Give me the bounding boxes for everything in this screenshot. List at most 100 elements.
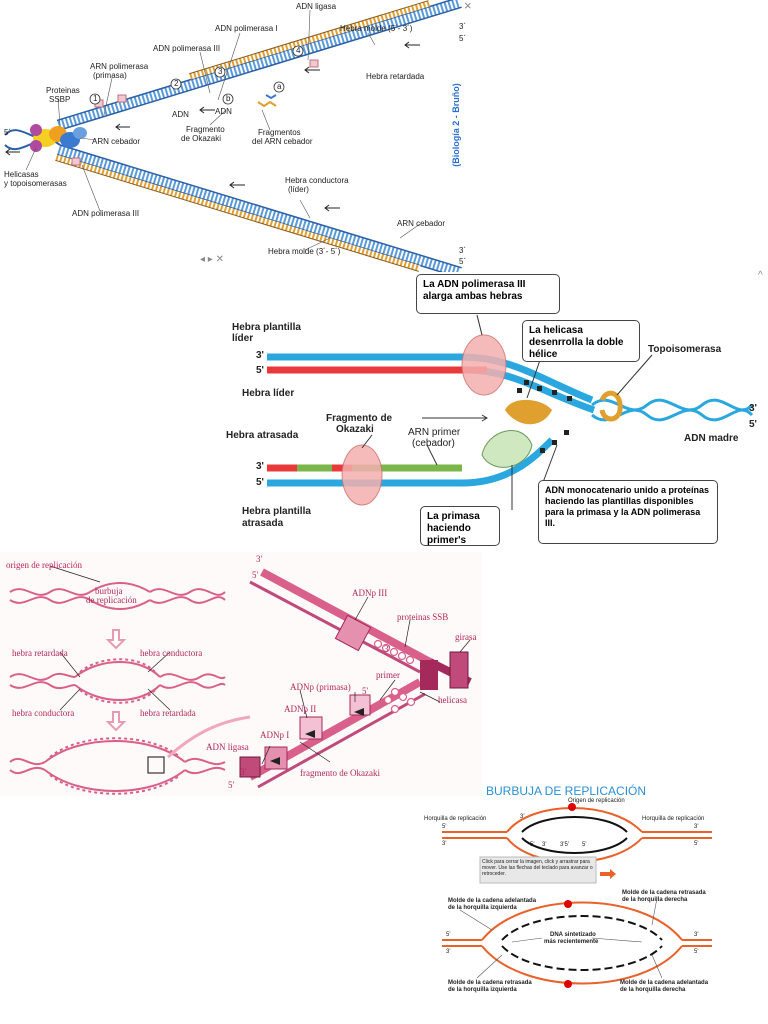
label-molde-ret-izq-1: Molde de la cadena retrasada	[448, 980, 532, 986]
label-adn-ligasa: ADN ligasa	[206, 742, 249, 752]
label-girasa: girasa	[455, 632, 477, 642]
bubble-diagram-pink	[9, 565, 472, 795]
label-molde-ad-izq-1: Molde de la cadena adelantada	[448, 898, 537, 904]
label-dna-sint-1: DNA sintetizado	[550, 932, 596, 938]
label-fragmento-2: Okazaki	[336, 424, 374, 435]
end-top3r: 3'	[694, 824, 699, 830]
label-arn-pol: ARN polimerasa	[90, 62, 149, 71]
end-3-top: 3´	[459, 22, 467, 31]
topoisomerase-shape	[599, 390, 623, 422]
label-hebra-conductora-r: hebra conductora	[140, 648, 203, 658]
label-topoisomerasas: y topoisomerasas	[4, 179, 67, 188]
end-e3c: 3'	[240, 767, 247, 777]
end-e5b: 5'	[362, 686, 369, 696]
mid-m3: 3'	[520, 814, 525, 820]
helix-row-3	[9, 737, 226, 795]
enzyme-cluster	[30, 124, 87, 152]
label-adn-pol-3-top: ADN polimerasa III	[153, 44, 221, 53]
helicase-shape	[505, 399, 552, 425]
label-adnp3: ADNp III	[352, 588, 388, 598]
label-r3: 3'	[749, 403, 757, 414]
n2: 2	[174, 79, 179, 88]
helix-row-1	[9, 582, 226, 610]
label-arn-cebador-right: ARN cebador	[397, 219, 446, 228]
helix-row-2	[9, 658, 226, 704]
label-plantilla-lider-2: líder	[232, 333, 254, 344]
end-5-bottom: 5´	[459, 257, 467, 266]
label-frag-arn-2: del ARN cebador	[252, 137, 313, 146]
label-origen: origen de replicación	[6, 560, 82, 570]
label-primer: primer	[376, 670, 400, 680]
label-lider: (líder)	[288, 185, 309, 194]
label-hebra-retardada: Hebra retardada	[366, 72, 425, 81]
rna-primer-fragments	[257, 94, 277, 108]
label-molde-ret-izq-2: de la horquilla izquierda	[448, 987, 517, 993]
mid-m35b: 3'	[542, 842, 547, 848]
callout-ssb: ADN monocatenario unido a proteínas haci…	[538, 480, 718, 544]
label-adn-pol-1: ADN polimerasa I	[215, 24, 278, 33]
label-adnp2: ADNp II	[284, 704, 317, 714]
collapse-icon[interactable]: ^	[758, 270, 763, 281]
source-citation: (Biología 2 - Bruño)	[450, 83, 461, 167]
close-icon[interactable]: ×	[464, 0, 472, 13]
label-adn-pol-3-bottom: ADN polimerasa III	[72, 209, 140, 218]
end-bot5l: 5'	[446, 932, 451, 938]
label-molde-ad-der-2: de la horquilla derecha	[620, 987, 686, 993]
label-arn-cebador-left: ARN cebador	[92, 137, 141, 146]
label-t5-top: 5'	[256, 365, 264, 376]
label-adnp-primasa: ADNp (primasa)	[290, 682, 351, 692]
label-dna-sint-2: más recientemente	[544, 939, 599, 945]
label-t3-bot: 3'	[256, 461, 264, 472]
callout-helicasa: La helicasa desenrrolla la doble hélice	[522, 320, 640, 362]
tooltip-box	[479, 856, 597, 884]
zoom-arrow	[166, 715, 251, 759]
label-adn-b: ADN	[215, 107, 232, 116]
end-bot5r: 5'	[694, 949, 699, 955]
label-molde-ad-izq-2: de la horquilla izquierda	[448, 905, 517, 911]
end-bot3r: 3'	[694, 932, 699, 938]
callout-primasa: La primasa haciendo primer's	[420, 506, 500, 546]
label-burbuja-2: de replicación	[86, 595, 137, 605]
label-okazaki: fragmento de Okazaki	[300, 768, 380, 778]
label-helicasa: helicasa	[438, 695, 467, 705]
bottom-bubble	[442, 901, 712, 985]
label-burbuja-1: burbuja	[95, 586, 123, 596]
label-frag-okazaki-1: Fragmento	[186, 125, 225, 134]
bubble-diagram-orange	[442, 803, 712, 988]
label-ssbp: SSBP	[49, 95, 71, 104]
label-molde-ad-der-1: Molde de la cadena adelantada	[620, 980, 709, 986]
label-plantilla-atrasada-2: atrasada	[242, 518, 284, 529]
panel-burbuja-replicacion: BURBUJA DE REPLICACIÓN	[412, 780, 768, 1024]
panel-replication-fork-bruno: 1 2 3 4 a b ADN ligasa ADN polimerasa I …	[0, 0, 480, 272]
label-arn-primer-1: ARN primer	[408, 427, 461, 438]
label-molde-ret-der-2: de la horquilla derecha	[622, 897, 688, 903]
label-hebra-retardada-l: hebra retardada	[12, 648, 68, 658]
gallery-nav-icons[interactable]: ◂ ▸ ✕	[200, 254, 224, 265]
end-bot3l: 3'	[446, 949, 451, 955]
label-t3-top: 3'	[256, 350, 264, 361]
pol3-ring-top	[461, 334, 507, 396]
label-primasa: (primasa)	[93, 71, 127, 80]
label-molde-ret-der-1: Molde de la cadena retrasada	[622, 890, 706, 896]
label-t5-bot: 5'	[256, 477, 264, 488]
label-hebra-molde-bottom: Hebra molde (3´- 5´)	[268, 247, 341, 256]
label-ssb: proteinas SSB	[397, 612, 449, 622]
leading-strands	[267, 353, 596, 414]
end-top5r: 5'	[694, 841, 699, 847]
fork-detail-pink	[239, 568, 472, 789]
end-top5l: 5'	[442, 824, 447, 830]
end-e5c: 5'	[228, 780, 235, 790]
end-5-left: 5´	[4, 128, 12, 137]
label-plantilla-lider-1: Hebra plantilla	[232, 322, 301, 333]
ssb-protein-dots	[517, 380, 572, 453]
mid-m35a: 3'5'	[560, 842, 569, 848]
label-fragmento-1: Fragmento de	[326, 413, 393, 424]
end-e3b: 3'	[384, 644, 391, 654]
end-e3a: 3'	[256, 554, 263, 564]
origin-dot-bottom	[564, 980, 572, 988]
label-adnp1: ADNp I	[260, 730, 290, 740]
label-topoisomerasa: Topoisomerasa	[648, 344, 722, 355]
label-arn-primer-2: (cebador)	[412, 438, 455, 449]
n3: 3	[218, 67, 223, 76]
panel-replication-fork-modern: La ADN polimerasa III alarga ambas hebra…	[222, 270, 768, 550]
